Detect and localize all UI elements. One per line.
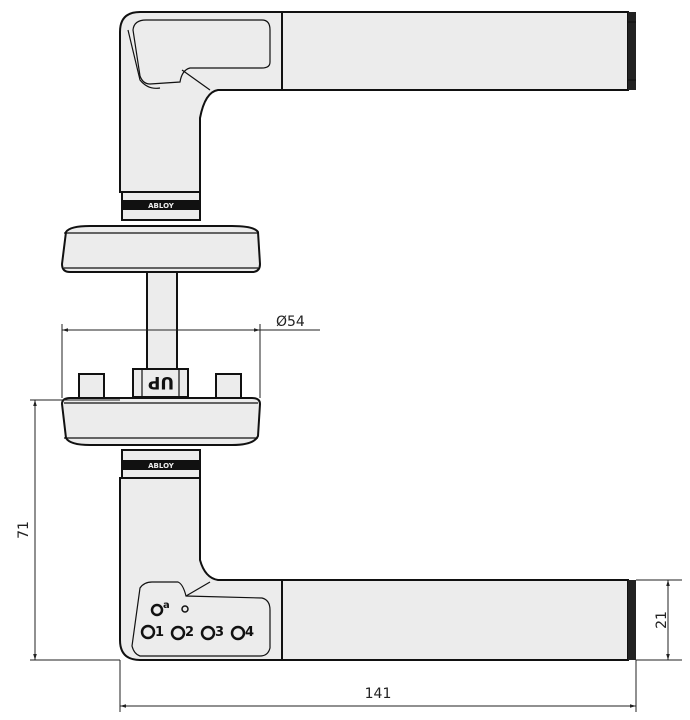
code-dial: a 1 2 3 4 xyxy=(140,600,254,641)
spindle xyxy=(146,271,178,373)
dimension-diameter: Ø54 xyxy=(61,314,320,398)
dimension-length: 141 xyxy=(119,660,637,712)
upper-rose xyxy=(60,225,262,273)
collar-marking: ABLOY xyxy=(148,462,175,470)
upper-handle xyxy=(119,11,636,193)
dimension-height: 71 xyxy=(16,399,120,661)
lower-rose xyxy=(60,397,262,446)
svg-text:1: 1 xyxy=(155,625,164,640)
dial-position-a xyxy=(150,603,164,617)
collar-marking: ABLOY xyxy=(148,202,175,210)
upper-collar: ABLOY xyxy=(121,191,201,221)
svg-text:4: 4 xyxy=(245,625,254,640)
up-block: UP xyxy=(132,368,189,398)
svg-text:141: 141 xyxy=(365,686,392,702)
svg-text:Ø54: Ø54 xyxy=(276,314,305,330)
lower-handle xyxy=(119,477,636,661)
svg-text:2: 2 xyxy=(185,625,194,640)
up-marking: UP xyxy=(148,372,174,392)
svg-text:71: 71 xyxy=(16,521,32,539)
mounting-stud-right xyxy=(215,373,242,399)
svg-text:a: a xyxy=(163,600,170,611)
dimension-lever-thickness: 21 xyxy=(636,579,682,661)
lower-collar: ABLOY xyxy=(121,449,201,479)
svg-text:21: 21 xyxy=(654,611,670,629)
svg-text:3: 3 xyxy=(215,625,224,640)
mounting-stud-left xyxy=(78,373,105,399)
